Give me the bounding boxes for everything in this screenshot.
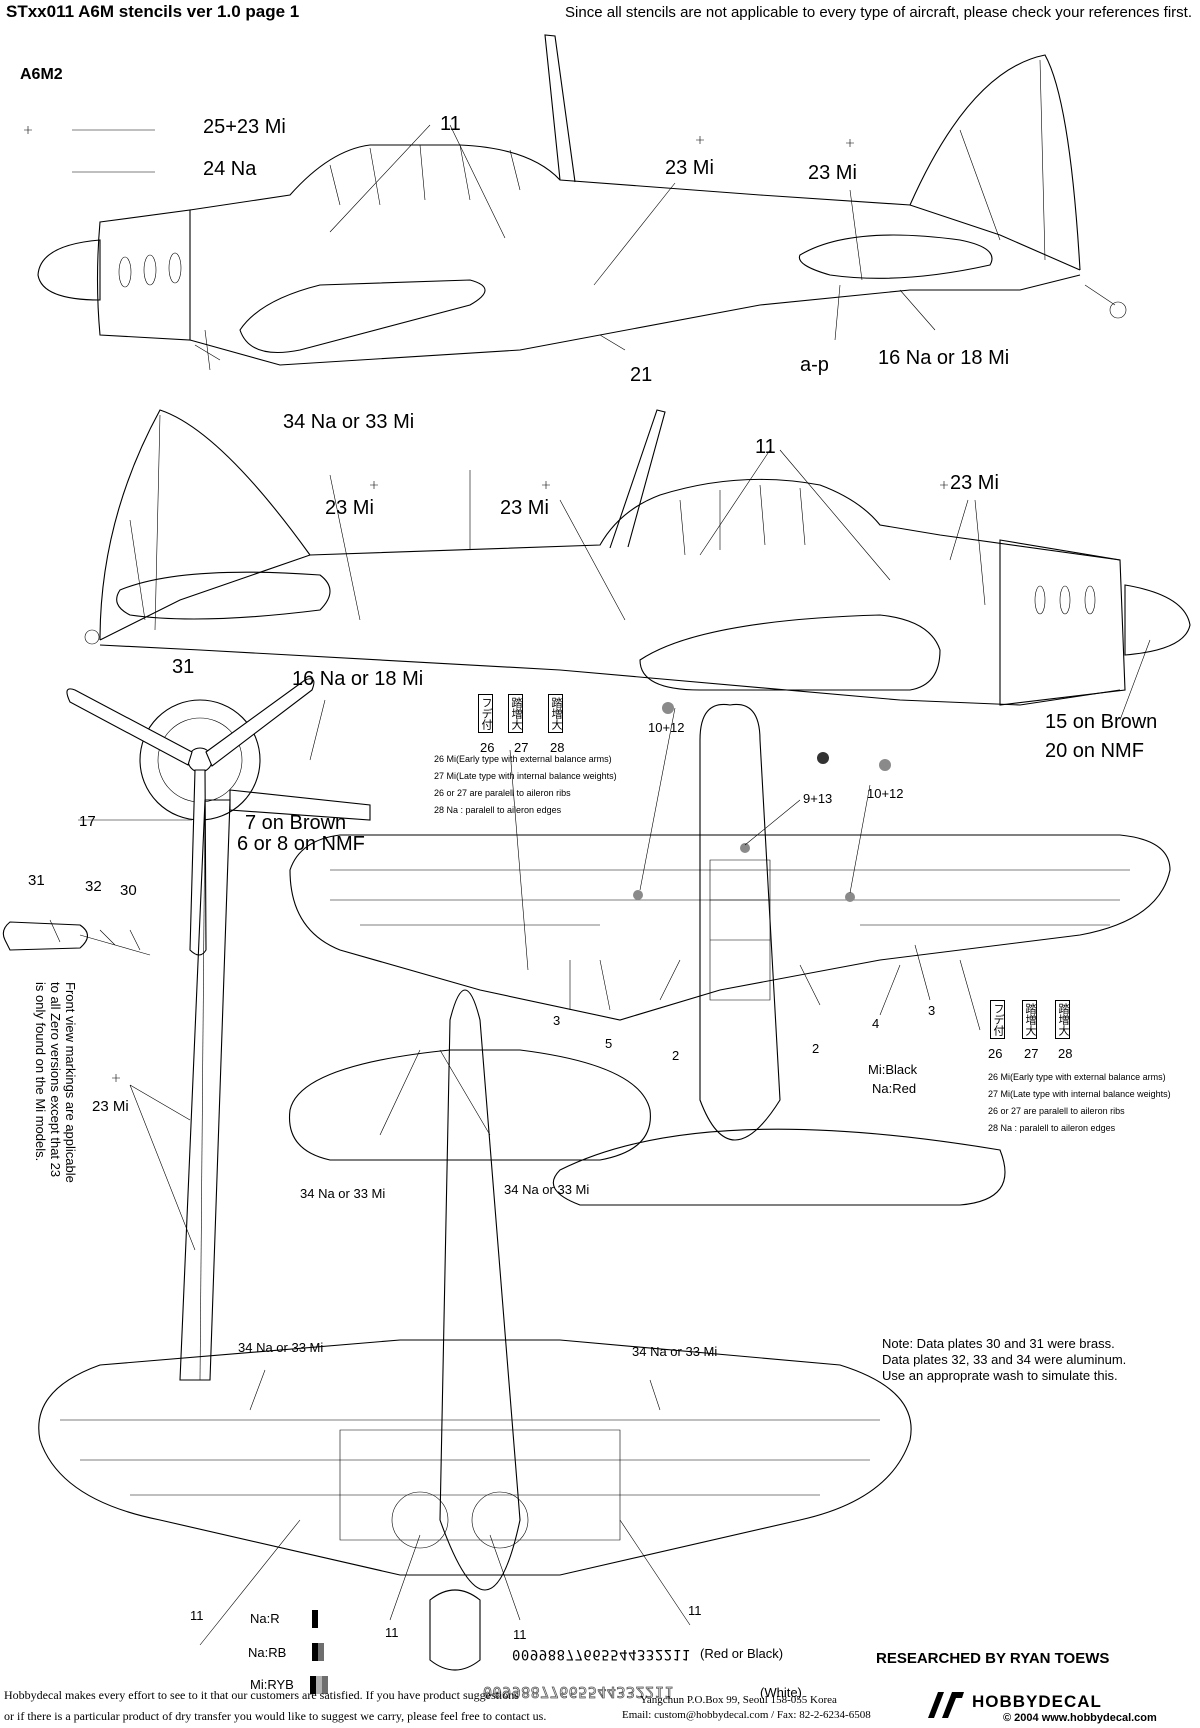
footer-address: Yangchun P.O.Box 99, Seoul 158-055 Korea <box>640 1694 837 1706</box>
label-16-upper: 16 Na or 18 Mi <box>878 347 1010 369</box>
label-3-a: 3 <box>553 1013 561 1028</box>
legend-right-line26: 26 Mi(Early type with external balance a… <box>988 1072 1166 1082</box>
label-24: 24 Na <box>203 158 257 180</box>
legend-left-27: 27 <box>514 740 529 755</box>
label-31-side: 31 <box>172 656 195 678</box>
label-34-tail-left: 34 Na or 33 Mi <box>300 1186 386 1201</box>
label-20-nmf: 20 on NMF <box>1045 740 1144 762</box>
hobbydecal-logo-text: HOBBYDECAL <box>972 1692 1102 1711</box>
registration-marks <box>24 126 948 1082</box>
stencil-28-glyph: 踏増大 <box>548 694 563 733</box>
legend-left-line28: 28 Na : paralell to aileron edges <box>434 805 562 815</box>
stencil-28-glyph-right: 踏増大 <box>1055 1000 1070 1039</box>
hobbydecal-logo-icon <box>926 1688 966 1722</box>
label-32: 32 <box>85 878 102 895</box>
numerals-white-label: (White) <box>760 1685 802 1700</box>
plan-view-top <box>289 702 1171 1206</box>
label-34-wing-left: 34 Na or 33 Mi <box>238 1340 324 1355</box>
legend-right-line2627: 26 or 27 are paralell to aileron ribs <box>988 1106 1125 1116</box>
label-10-12-b: 10+12 <box>867 786 904 801</box>
label-a-p: a-p <box>800 354 829 376</box>
label-23-a: 23 Mi <box>665 157 714 179</box>
legend-left-28: 28 <box>550 740 565 755</box>
stencil-26-glyph-right: フデ付 <box>990 1000 1005 1039</box>
label-2-b: 2 <box>812 1041 820 1056</box>
numerals-red-black-label: (Red or Black) <box>700 1646 784 1661</box>
label-31-front: 31 <box>28 872 45 889</box>
header-note: Since all stencils are not applicable to… <box>565 4 1192 21</box>
label-11-upper: 11 <box>440 113 461 135</box>
label-na-r: Na:R <box>250 1611 280 1626</box>
label-25-23: 25+23 Mi <box>203 116 286 138</box>
label-11-b2: 11 <box>385 1625 399 1640</box>
label-11-b1: 11 <box>190 1608 204 1623</box>
label-21: 21 <box>630 364 653 386</box>
numerals-red-black: 00998877665544332211 <box>512 1646 691 1662</box>
legend-right-28: 28 <box>1058 1046 1073 1061</box>
label-2-a: 2 <box>672 1048 680 1063</box>
sheet-title: STxx011 A6M stencils ver 1.0 page 1 <box>6 2 300 21</box>
label-na-red: Na:Red <box>872 1081 917 1096</box>
label-16-middle: 16 Na or 18 Mi <box>292 668 424 690</box>
side-view-upper <box>37 34 1127 371</box>
legend-left-line26: 26 Mi(Early type with external balance a… <box>434 754 612 764</box>
label-34-upper: 34 Na or 33 Mi <box>283 411 415 433</box>
stencil-27-glyph-right: 踏増大 <box>1022 1000 1037 1039</box>
aircraft-variant: A6M2 <box>20 66 63 83</box>
plan-view-bottom <box>38 989 912 1694</box>
plates-note-2: Data plates 32, 33 and 34 were aluminum. <box>882 1352 1127 1367</box>
label-34-wing-right: 34 Na or 33 Mi <box>632 1344 718 1359</box>
label-mi-ryb: Mi:RYB <box>250 1677 294 1692</box>
label-10-12-a: 10+12 <box>648 720 685 735</box>
legend-left-26: 26 <box>480 740 495 755</box>
label-17: 17 <box>79 813 96 830</box>
legend-left-line2627: 26 or 27 are paralell to aileron ribs <box>434 788 571 798</box>
label-23-c: 23 Mi <box>325 497 374 519</box>
label-11-b3: 11 <box>513 1627 527 1642</box>
legend-right-27: 27 <box>1024 1046 1039 1061</box>
stencil-26-glyph: フデ付 <box>478 694 493 733</box>
front-view <box>2 678 371 1381</box>
label-23-b: 23 Mi <box>808 162 857 184</box>
label-4: 4 <box>872 1016 880 1031</box>
label-3-b: 3 <box>928 1003 936 1018</box>
legend-right-26: 26 <box>988 1046 1003 1061</box>
label-23-d: 23 Mi <box>500 497 549 519</box>
label-mi-black: Mi:Black <box>868 1062 918 1077</box>
label-9-13: 9+13 <box>803 791 833 806</box>
label-23-front: 23 Mi <box>92 1098 129 1115</box>
stencil-27-glyph: 踏増大 <box>508 694 523 733</box>
label-34-tail-right: 34 Na or 33 Mi <box>504 1182 590 1197</box>
legend-right-line28: 28 Na : paralell to aileron edges <box>988 1123 1116 1133</box>
side-view-lower <box>84 409 1191 761</box>
label-15-brown: 15 on Brown <box>1045 711 1158 733</box>
label-7-brown: 7 on Brown <box>245 812 347 834</box>
label-30: 30 <box>120 882 137 899</box>
legend-right-line27: 27 Mi(Late type with internal balance we… <box>988 1089 1171 1099</box>
label-11-middle: 11 <box>755 436 776 458</box>
footer-line-1: Hobbydecal makes every effort to see to … <box>4 1688 519 1702</box>
researched-by: RESEARCHED BY RYAN TOEWS <box>876 1650 1110 1667</box>
label-23-e: 23 Mi <box>950 472 999 494</box>
plates-note-3: Use an approprate wash to simulate this. <box>882 1368 1118 1383</box>
plates-note-1: Note: Data plates 30 and 31 were brass. <box>882 1336 1115 1351</box>
label-na-rb: Na:RB <box>248 1645 287 1660</box>
label-5: 5 <box>605 1036 613 1051</box>
legend-left-line27: 27 Mi(Late type with internal balance we… <box>434 771 617 781</box>
footer-line-2: or if there is a particular product of d… <box>4 1709 547 1723</box>
footer-email-fax: Email: custom@hobbydecal.com / Fax: 82-2… <box>622 1709 871 1721</box>
label-6-8-nmf: 6 or 8 on NMF <box>237 833 365 855</box>
label-11-b4: 11 <box>688 1603 702 1618</box>
copyright: © 2004 www.hobbydecal.com <box>1003 1712 1157 1724</box>
